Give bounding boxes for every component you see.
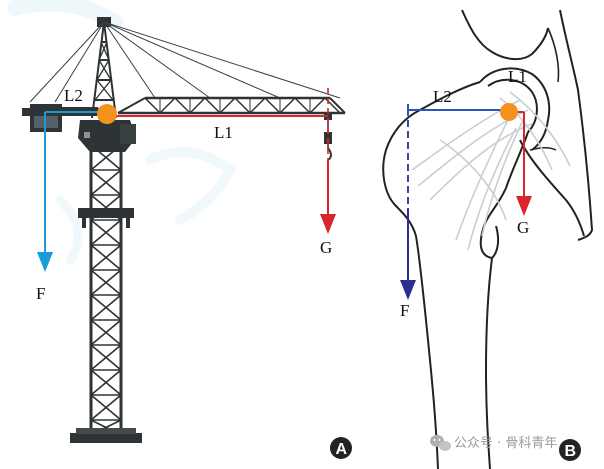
watermark: 公众号 · 骨科青年: [430, 435, 557, 451]
hip-label-g: G: [517, 218, 529, 237]
panel-b-hip: L2 L1 F G 公众号 · 骨科青年 B: [382, 9, 594, 469]
panel-a-badge: A: [330, 437, 352, 459]
hip-label-l2: L2: [433, 87, 452, 106]
crane-label-l2: L2: [64, 86, 83, 105]
acetabulum-outline: [479, 67, 551, 151]
svg-text:A: A: [336, 441, 348, 458]
hip-label-f: F: [400, 301, 409, 320]
panel-b-badge: B: [559, 439, 581, 461]
crane-label-f: F: [36, 284, 45, 303]
hip-pivot-point: [500, 103, 518, 121]
wechat-icon: [430, 435, 451, 451]
pelvis-outline: [461, 9, 549, 60]
crane-pivot-point: [97, 104, 117, 124]
svg-text:B: B: [565, 443, 577, 460]
watermark-text: 公众号 · 骨科青年: [454, 436, 557, 451]
crane-tower-top: [91, 17, 117, 119]
hip-label-l1: L1: [508, 67, 527, 86]
femur-lateral-outline: [382, 81, 481, 469]
crane-slewing-unit: [78, 120, 136, 152]
trabecular-lines: [411, 91, 571, 251]
femoral-head-outline: [487, 78, 538, 133]
crane-mast: [89, 143, 123, 437]
crane-label-l1: L1: [214, 123, 233, 142]
crane-label-g: G: [320, 238, 332, 257]
panel-a-crane: L2 L1 F G A: [22, 17, 352, 459]
crane-climbing-frame: [78, 208, 134, 218]
femur-medial-outline: [479, 131, 529, 469]
background-watermark-shapes: [7, 0, 237, 265]
crane-tie-cables: [29, 21, 341, 103]
crane-base: [70, 433, 142, 443]
crane-jib: [117, 96, 346, 115]
